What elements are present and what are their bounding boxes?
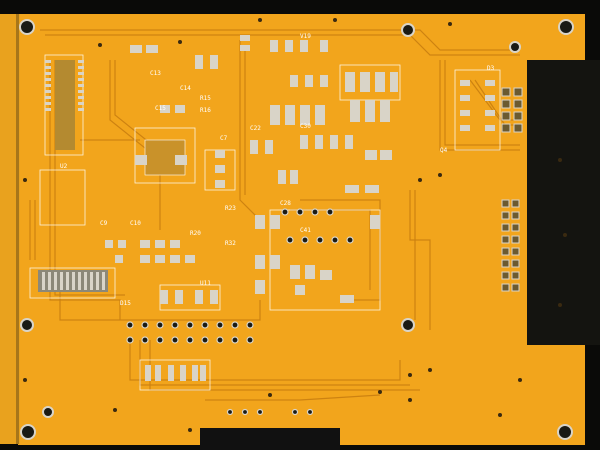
label-q4: Q4 (440, 147, 448, 154)
ic-left-main (55, 60, 75, 150)
label-c10: C10 (130, 220, 141, 227)
label-c30: C30 (300, 123, 311, 130)
label-r23: R23 (225, 205, 236, 212)
bottom-cutout (200, 428, 340, 450)
label-u11: U11 (200, 280, 211, 287)
right-cutout (527, 60, 600, 345)
label-c28: C28 (280, 200, 291, 207)
through-hole-header (126, 208, 354, 416)
label-c41: C41 (300, 227, 311, 234)
label-c22: C22 (250, 125, 261, 132)
label-c13: C13 (150, 70, 161, 77)
connector-pins-right (501, 87, 523, 292)
label-v19: V19 (300, 33, 311, 40)
smd-pads (42, 35, 495, 381)
label-r20: R20 (190, 230, 201, 237)
label-d3: D3 (487, 65, 495, 72)
board-left-rail-gap (16, 14, 19, 444)
label-r15: R15 (200, 95, 211, 102)
label-r32: R32 (225, 240, 236, 247)
silkscreen-text: D3 C13 C14 C15 R15 R16 C7 C22 C30 Q4 U2 … (60, 33, 495, 307)
board-left-rail (0, 14, 20, 444)
label-c9: C9 (100, 220, 108, 227)
label-c14: C14 (180, 85, 191, 92)
label-u2: U2 (60, 163, 68, 170)
vias (23, 18, 567, 432)
traces (29, 29, 520, 401)
label-d15: D15 (120, 300, 131, 307)
label-c7: C7 (220, 135, 228, 142)
label-r16: R16 (200, 107, 211, 114)
mounting-holes (19, 19, 574, 440)
label-c15: C15 (155, 105, 166, 112)
